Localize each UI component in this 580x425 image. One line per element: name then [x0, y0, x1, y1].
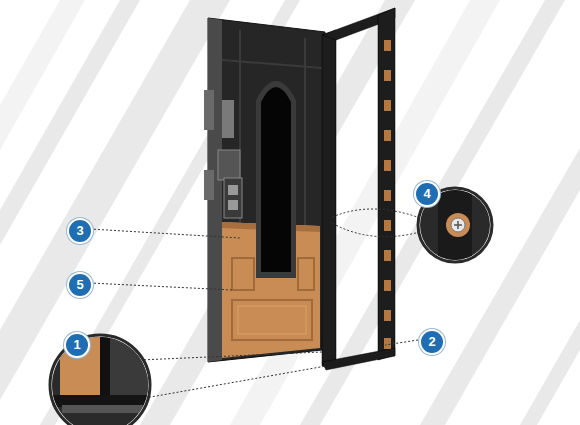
- callout-number: 3: [67, 218, 93, 244]
- callout-number: 4: [414, 181, 440, 207]
- callout-number: 5: [67, 272, 93, 298]
- callout-number: 2: [419, 329, 445, 355]
- callout-number: 1: [64, 332, 90, 358]
